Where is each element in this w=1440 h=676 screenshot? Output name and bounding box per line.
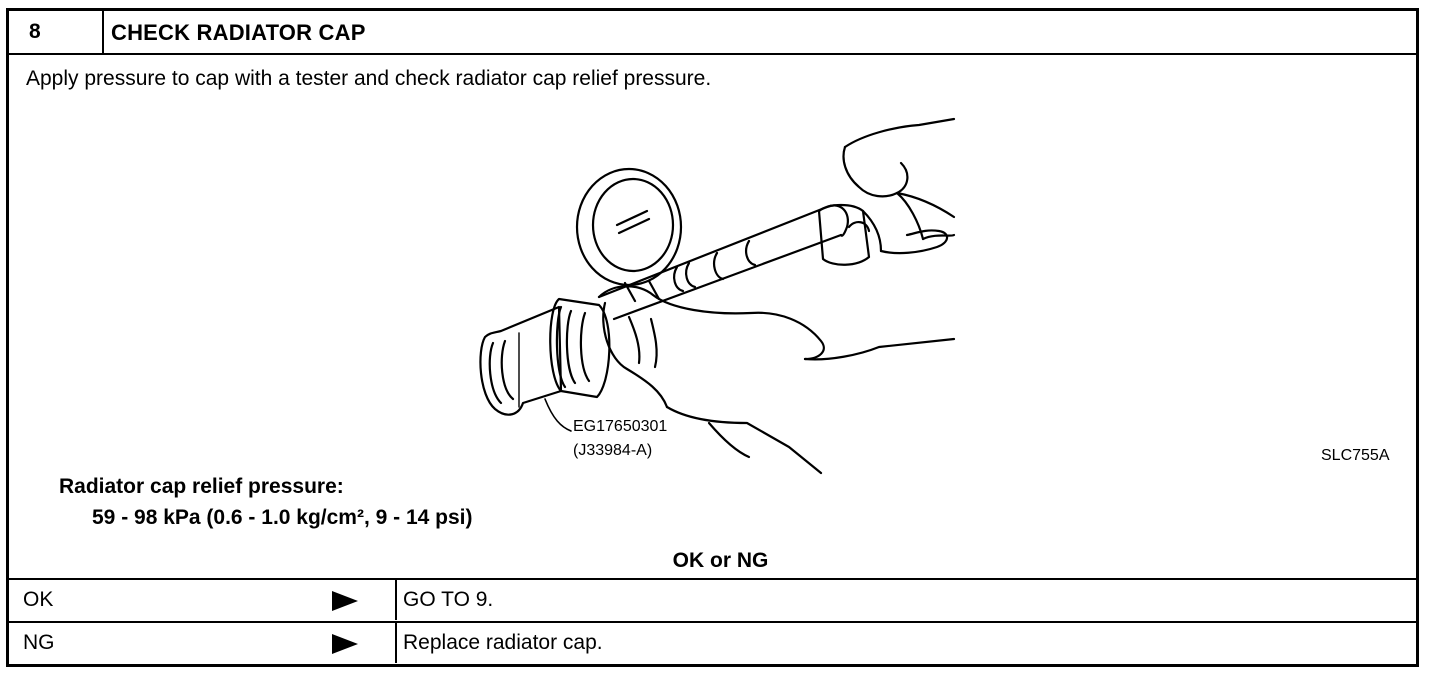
result-row-ok: OK GO TO 9. xyxy=(9,578,1416,620)
step-header: 8 CHECK RADIATOR CAP xyxy=(9,11,1416,55)
step-number: 8 xyxy=(29,20,41,43)
spec-value: 59 - 98 kPa (0.6 - 1.0 kg/cm², 9 - 14 ps… xyxy=(92,506,473,529)
result-action: GO TO 9. xyxy=(403,588,494,611)
figure-id: SLC755A xyxy=(1321,447,1390,464)
tool-alt-number: (J33984-A) xyxy=(573,442,652,459)
radiator-cap-tester-illustration xyxy=(479,117,956,475)
arrow-right-icon xyxy=(332,634,358,654)
result-divider xyxy=(395,623,397,663)
procedure-sheet: 8 CHECK RADIATOR CAP Apply pressure to c… xyxy=(6,8,1419,667)
step-title: CHECK RADIATOR CAP xyxy=(111,20,366,45)
arrow-right-icon xyxy=(332,591,358,611)
header-divider xyxy=(102,11,104,53)
instruction-text: Apply pressure to cap with a tester and … xyxy=(26,67,712,90)
result-table: OK GO TO 9. NG Replace radiator cap. xyxy=(9,578,1416,664)
spec-label: Radiator cap relief pressure: xyxy=(59,475,344,498)
result-divider xyxy=(395,580,397,620)
verdict-prompt: OK or NG xyxy=(672,549,769,572)
result-condition: NG xyxy=(23,631,55,654)
result-action: Replace radiator cap. xyxy=(403,631,603,654)
result-row-ng: NG Replace radiator cap. xyxy=(9,621,1416,663)
tool-callout: EG17650301 (J33984-A) xyxy=(573,418,667,459)
result-condition: OK xyxy=(23,588,54,611)
tool-number: EG17650301 xyxy=(573,418,667,435)
